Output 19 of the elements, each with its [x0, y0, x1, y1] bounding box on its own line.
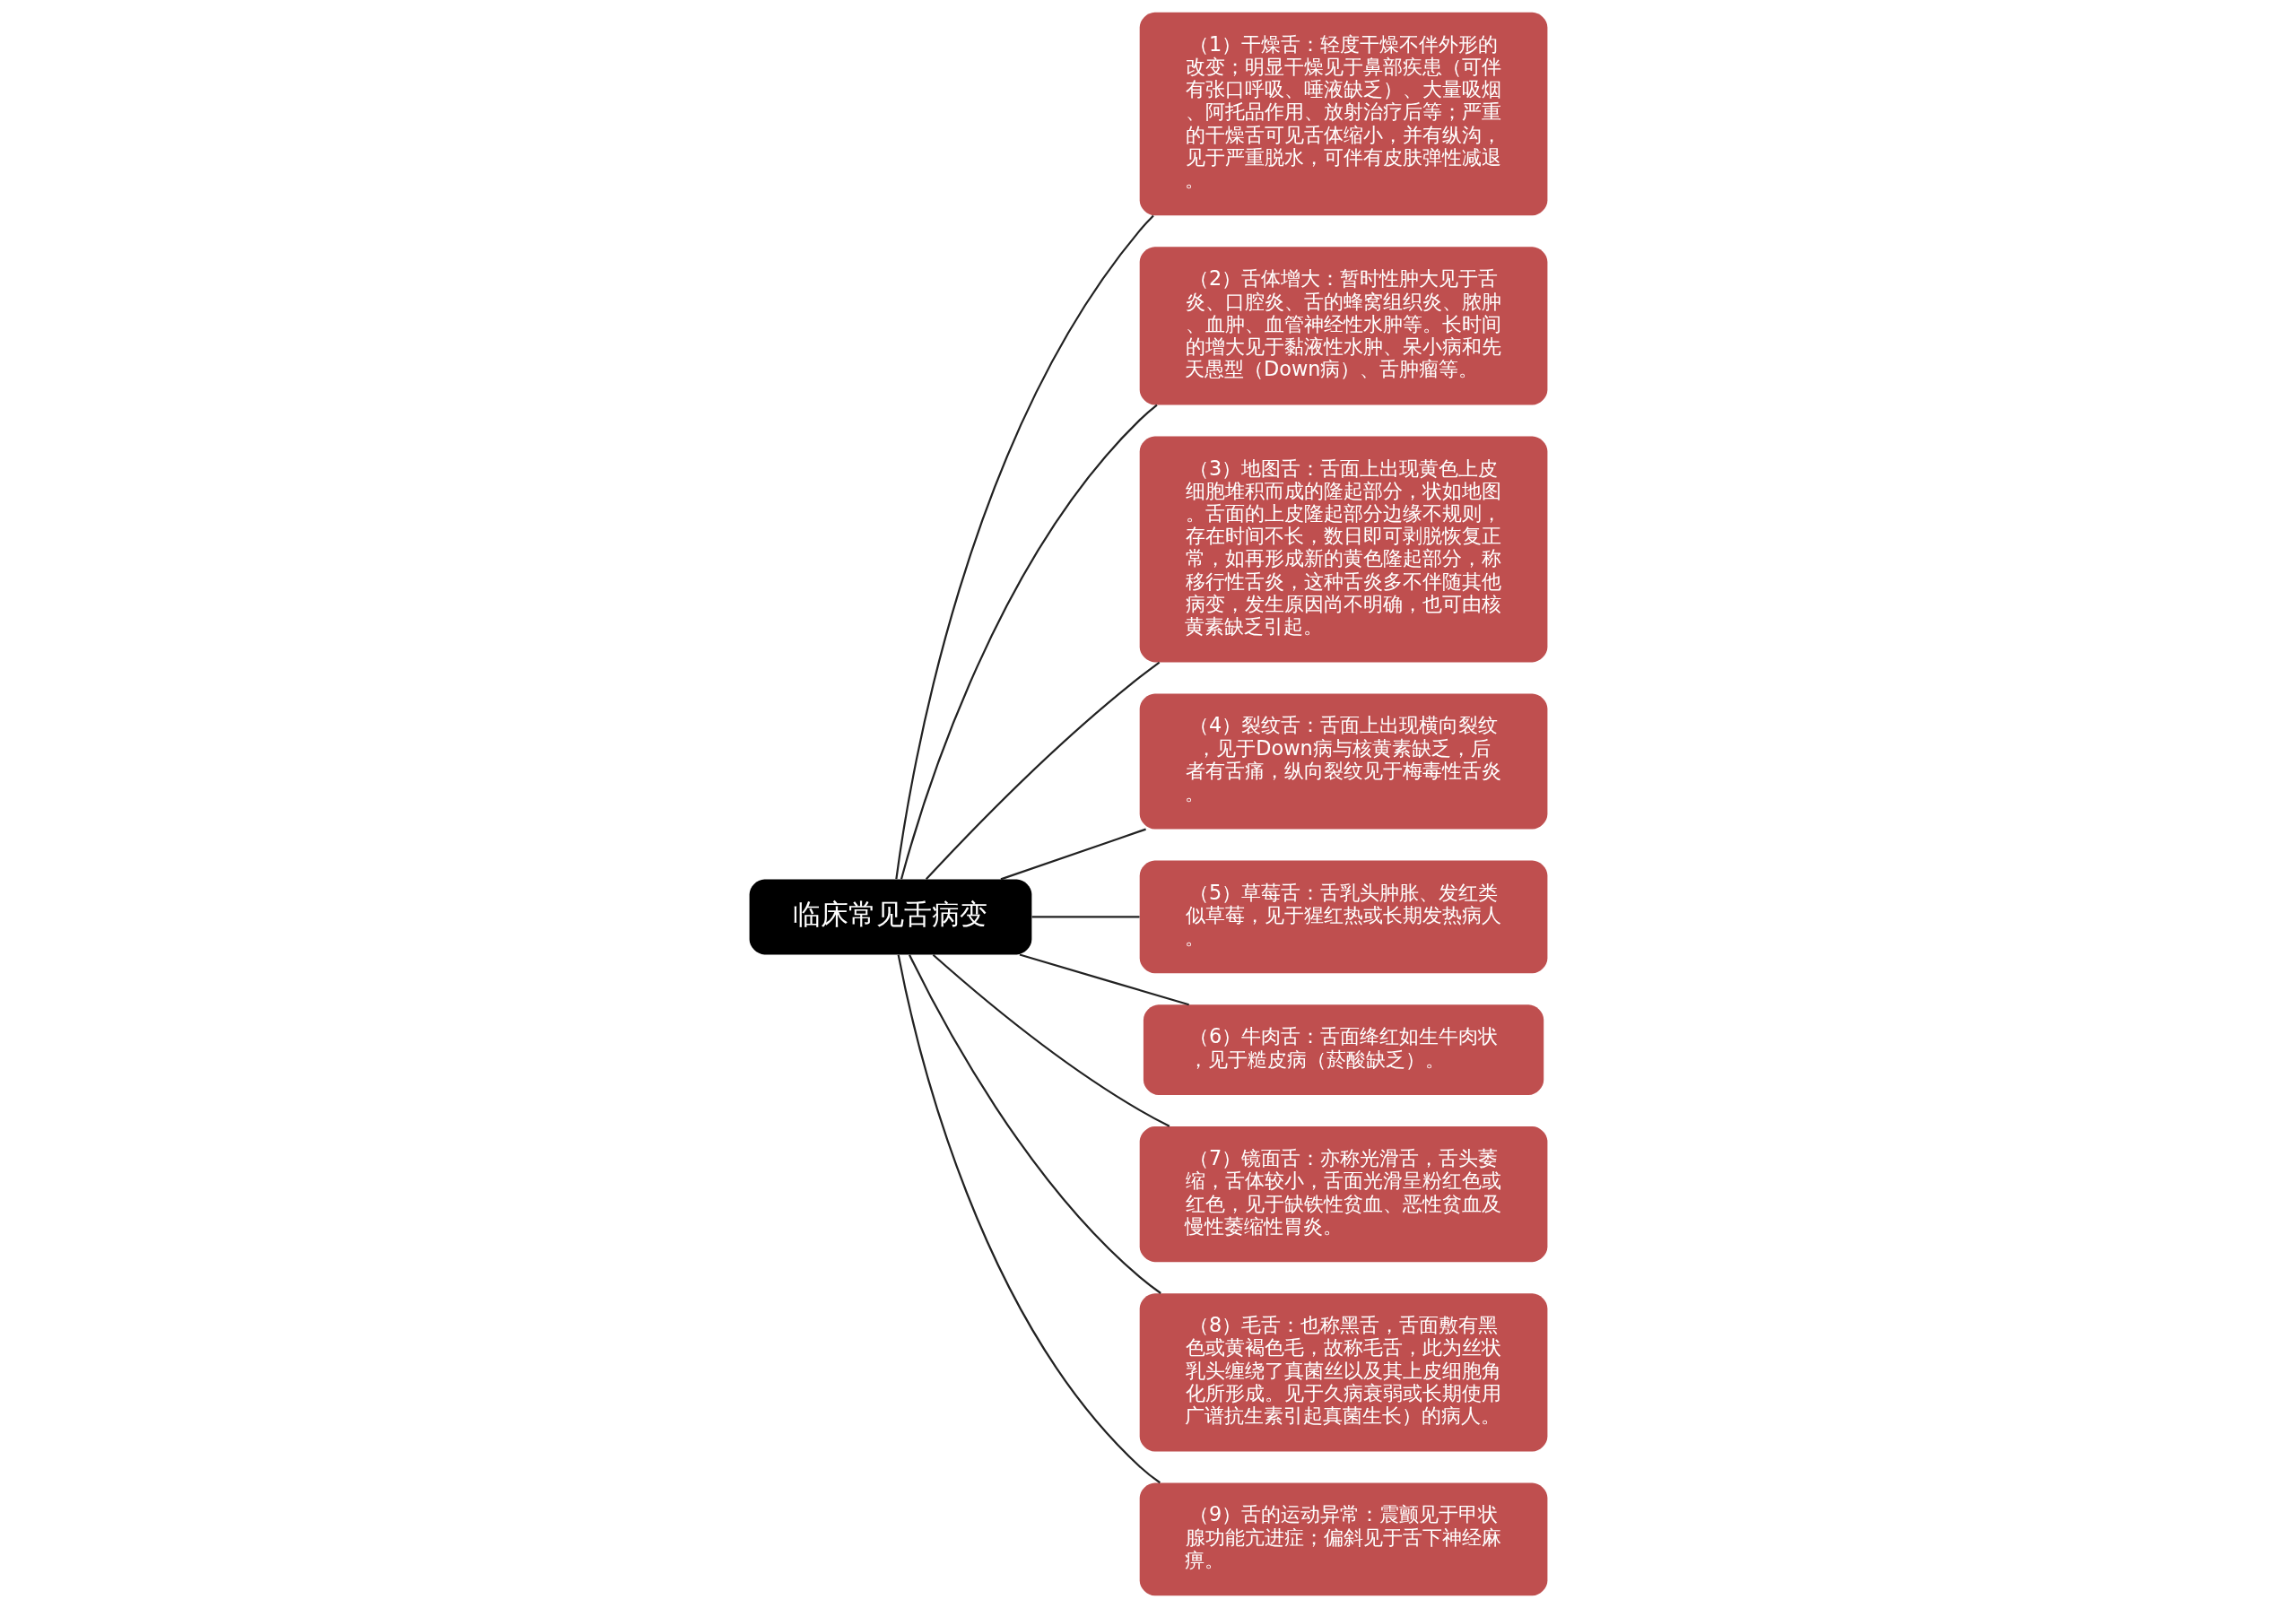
connector [894, 214, 1154, 880]
connector [932, 953, 1170, 1127]
connector [1019, 953, 1189, 1006]
node-box: 临床常见舌病变 [749, 879, 1031, 955]
connector [1000, 828, 1146, 881]
node-box: （3）地图舌：舌面上出现黄色上皮细胞堆积而成的隆起部分，状如地图。舌面的上皮隆起部分边缘不规则，存在时间不长，数日即可剥脱恢复正常，如再形成新的黄色隆起部分，称移行性舌炎，这种舌炎多不伴随其他病变，发生原因尚不明确，也可由核黄素缺乏引起。 [1139, 436, 1547, 663]
node-box: （4）裂纹舌：舌面上出现横向裂纹，见于Down病与核黄素缺乏，后者有舌痛，纵向裂纹见于梅毒性舌炎。 [1139, 693, 1547, 830]
connector [925, 661, 1160, 881]
node-box: （7）镜面舌：亦称光滑舌，舌头萎缩，舌体较小，舌面光滑呈粉红色或红色，见于缺铁性贫血、恶性贫血及慢性萎缩性胃炎。 [1139, 1126, 1547, 1263]
connector [897, 954, 1161, 1484]
node-box: （5）草莓舌：舌乳头肿胀、发红类似草莓，见于猩红热或长期发热病人。 [1139, 860, 1547, 974]
connector [1031, 916, 1139, 918]
node-box: （8）毛舌：也称黑舌，舌面敷有黑色或黄褐色毛，故称毛舌，此为丝状乳头缠绕了真菌丝以及其上皮细胞角化所形成。见于久病衰弱或长期使用广谱抗生素引起真菌生长）的病人。 [1139, 1293, 1547, 1452]
node-box: （9）舌的运动异常：震颤见于甲状腺功能亢进症；偏斜见于舌下神经麻痹。 [1139, 1482, 1547, 1596]
node-box: （2）舌体增大：暂时性肿大见于舌炎、口腔炎、舌的蜂窝组织炎、脓肿、血肿、血管神经性水肿等。长时间的增大见于黏液性水肿、呆小病和先天愚型（Down病）、舌肿瘤等。 [1139, 247, 1547, 405]
connector [908, 954, 1161, 1294]
node-box: （1）干燥舌：轻度干燥不伴外形的改变；明显干燥见于鼻部疾患（可伴有张口呼吸、唾液缺乏）、大量吸烟、阿托品作用、放射治疗后等；严重的干燥舌可见舌体缩小，并有纵沟，见于严重脱水，可伴有皮肤弹性减退。 [1139, 12, 1547, 216]
node-box: （6）牛肉舌：舌面绛红如生牛肉状，见于糙皮病（菸酸缺乏）。 [1143, 1004, 1544, 1096]
connector [900, 404, 1158, 880]
